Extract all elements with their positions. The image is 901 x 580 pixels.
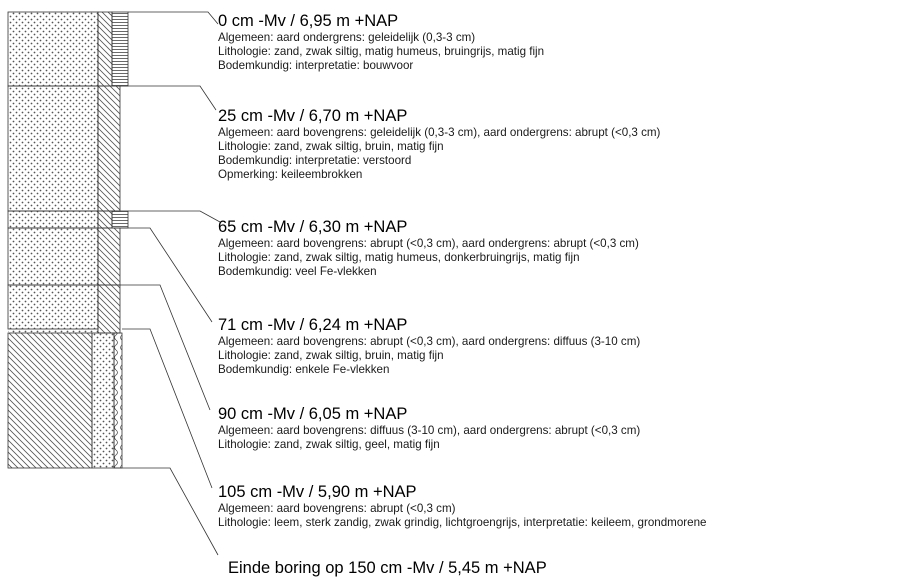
strip-layer-1-a: [97, 11, 113, 87]
layer-detail-line: Lithologie: zand, zwak siltig, matig hum…: [218, 45, 545, 58]
column-layer-6-sand: [8, 329, 98, 333]
layer-depth-label: 25 cm -Mv / 6,70 m +NAP: [218, 107, 408, 125]
layer-detail-line: Opmerking: keileembrokken: [218, 168, 363, 181]
leader-line-6: [122, 328, 213, 489]
layer-detail-line: Bodemkundig: enkele Fe-vlekken: [218, 363, 390, 376]
layer-detail-line: Bodemkundig: interpretatie: verstoord: [218, 154, 412, 167]
strip-layer-4: [97, 227, 121, 286]
column-layer-2: [7, 85, 99, 212]
layer-detail-line: Lithologie: zand, zwak siltig, bruin, ma…: [218, 349, 444, 362]
layer-depth-label: 90 cm -Mv / 6,05 m +NAP: [218, 405, 408, 423]
column-layer-5: [7, 284, 99, 330]
end-of-boring-label: Einde boring op 150 cm -Mv / 5,45 m +NAP: [228, 559, 547, 577]
strip-layer-6: [113, 332, 123, 469]
layer-depth-label: 0 cm -Mv / 6,95 m +NAP: [218, 12, 399, 30]
layer-detail-line: Lithologie: zand, zwak siltig, geel, mat…: [218, 438, 440, 451]
layer-detail-line: Algemeen: aard bovengrens: abrupt (<0,3 …: [218, 502, 456, 515]
column-layer-6-loam: [7, 332, 93, 469]
layer-detail-line: Algemeen: aard bovengrens: geleidelijk (…: [218, 126, 661, 139]
strip-layer-3-a: [97, 210, 113, 229]
layer-detail-line: Lithologie: leem, sterk zandig, zwak gri…: [218, 516, 707, 529]
column-layer-3: [7, 210, 99, 229]
layer-depth-label: 71 cm -Mv / 6,24 m +NAP: [218, 316, 408, 334]
layer-detail-line: Algemeen: aard bovengrens: diffuus (3-10…: [218, 424, 641, 437]
leader-lines: [114, 11, 221, 556]
strip-layer-2: [97, 85, 121, 212]
leader-line-4: [120, 227, 213, 323]
leader-line-end: [114, 467, 219, 556]
strip-layer-5: [97, 284, 121, 334]
layer-depth-label: 65 cm -Mv / 6,30 m +NAP: [218, 218, 408, 236]
layer-detail-line: Algemeen: aard bovengrens: abrupt (<0,3 …: [218, 237, 639, 250]
layer-detail-line: Lithologie: zand, zwak siltig, bruin, ma…: [218, 140, 444, 153]
layer-detail-line: Algemeen: aard bovengrens: abrupt (<0,3 …: [218, 335, 641, 348]
layer-detail-line: Lithologie: zand, zwak siltig, matig hum…: [218, 251, 580, 264]
column-layer-4: [7, 227, 99, 286]
main-column: [7, 11, 115, 469]
leader-line-1: [128, 11, 219, 25]
layer-detail-line: Algemeen: aard ondergrens: geleidelijk (…: [218, 31, 476, 44]
layer-detail-line: Bodemkundig: interpretatie: bouwvoor: [218, 59, 414, 72]
leader-line-5: [120, 284, 211, 411]
leader-line-3: [128, 210, 221, 223]
strip-layer-1-b: [111, 11, 129, 87]
column-layer-1: [7, 11, 99, 87]
admixture-strips: [97, 11, 129, 469]
layer-depth-label: 105 cm -Mv / 5,90 m +NAP: [218, 483, 417, 501]
leader-line-2: [120, 85, 217, 111]
layer-detail-line: Bodemkundig: veel Fe-vlekken: [218, 265, 377, 278]
strip-layer-3-b: [111, 210, 129, 229]
column-layer-6-sandy: [91, 332, 115, 469]
